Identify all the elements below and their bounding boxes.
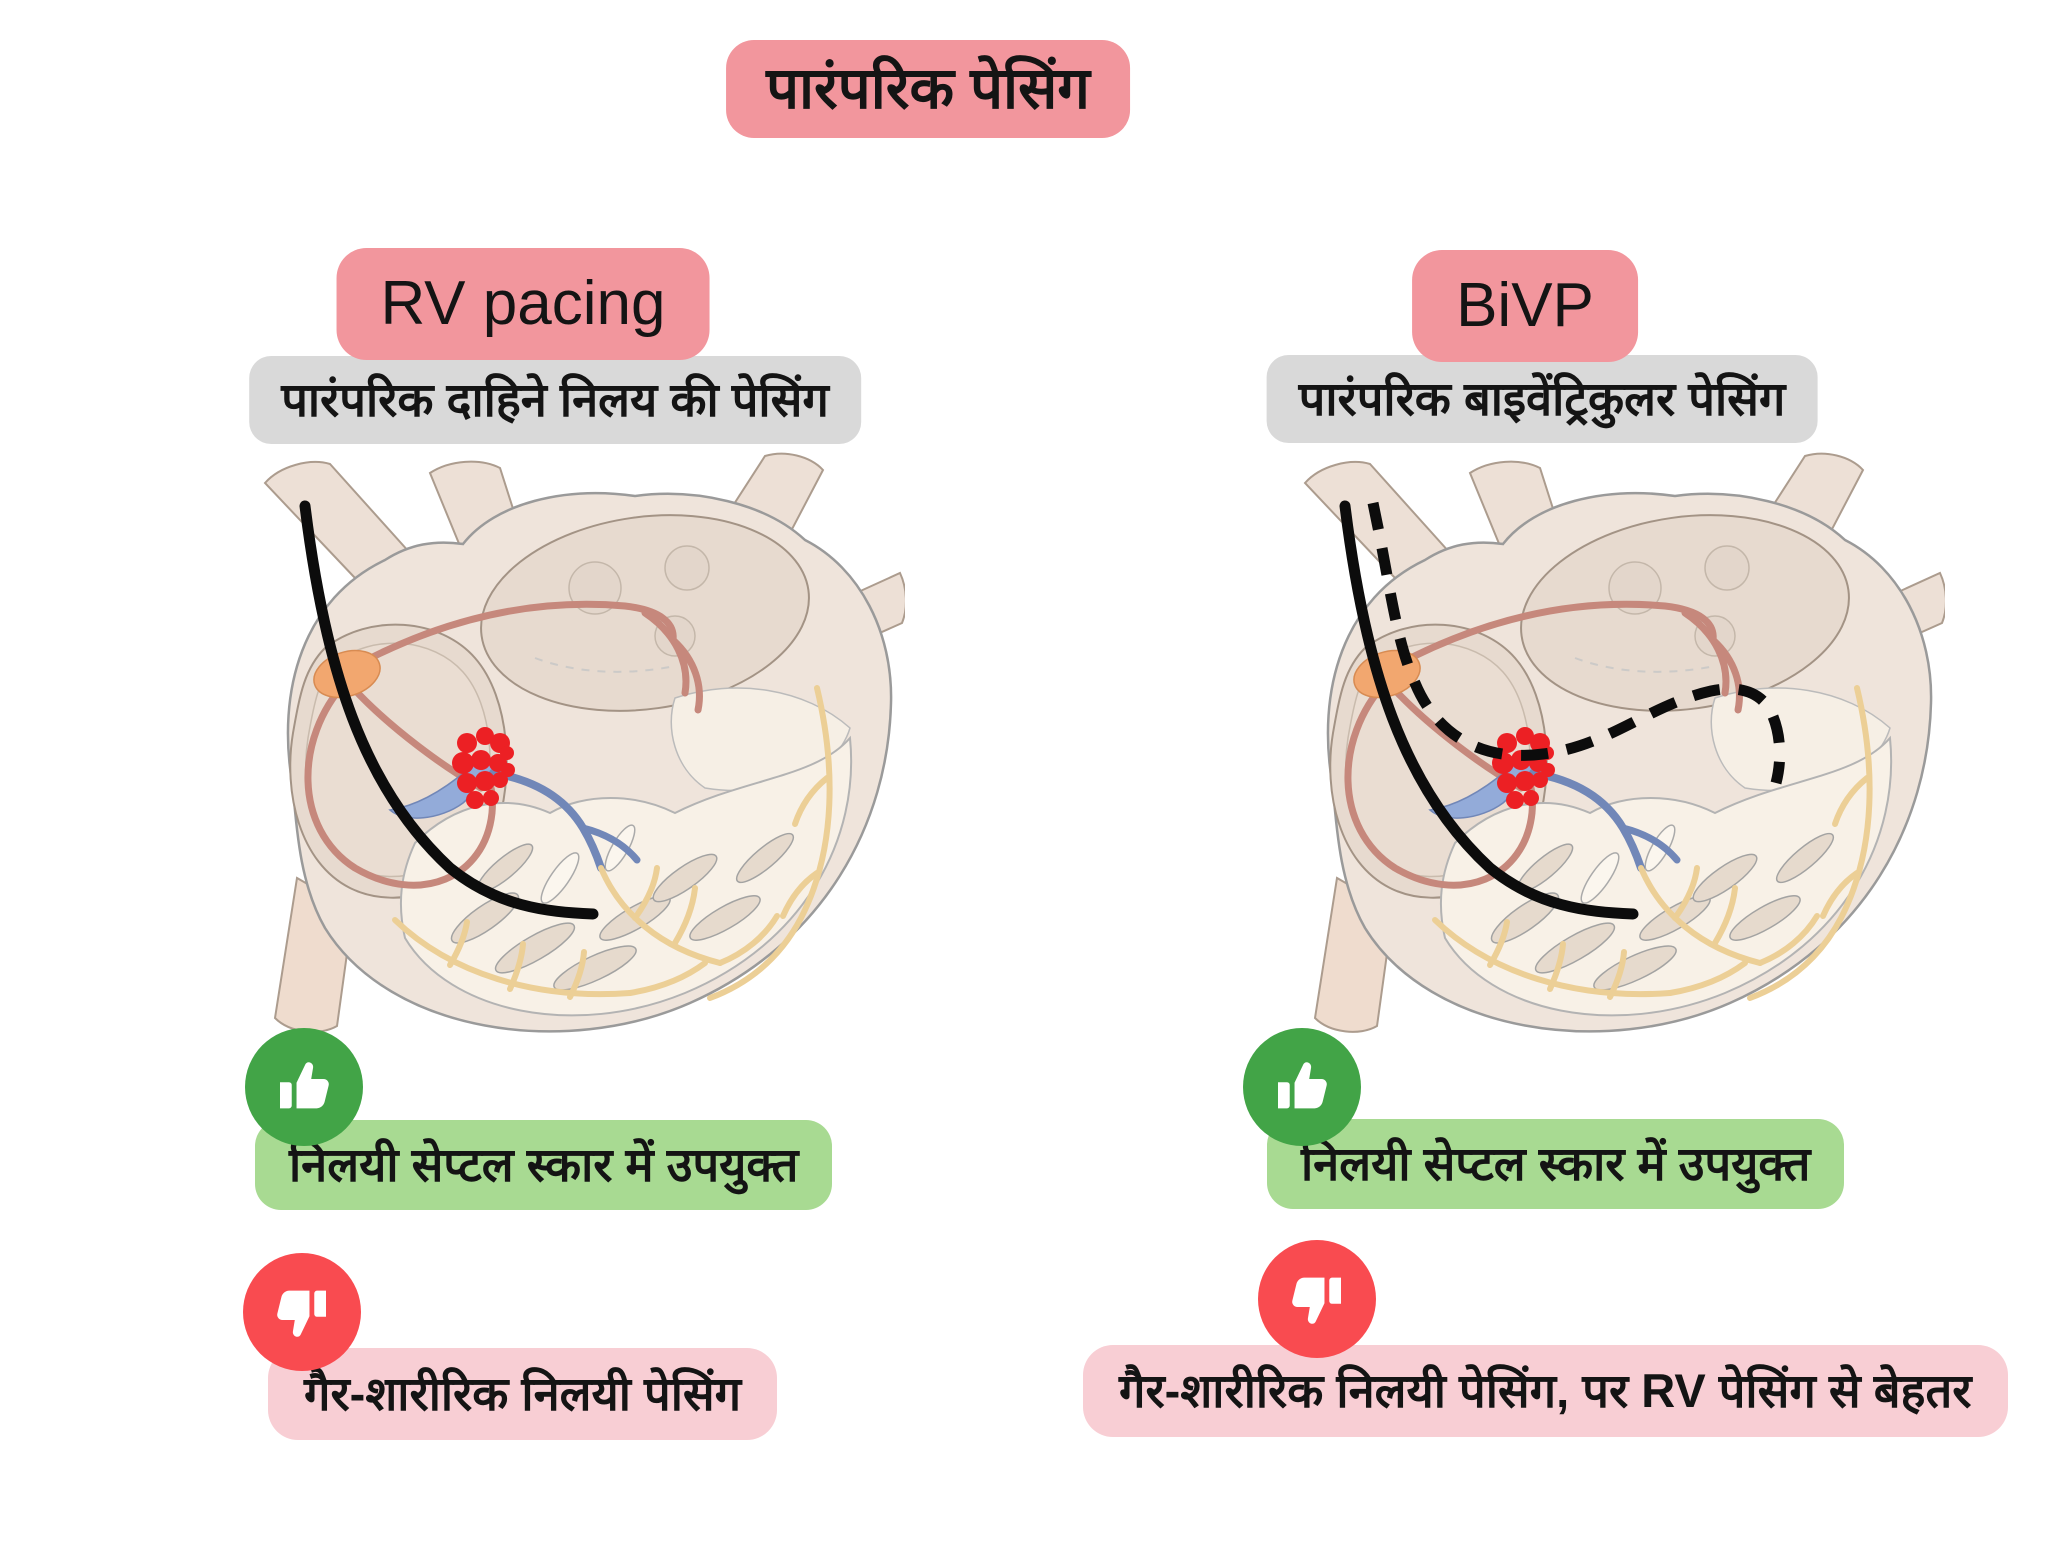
bivp-header-badge: BiVP	[1412, 250, 1638, 362]
thumbs-down-icon	[1258, 1240, 1376, 1358]
bivp-con-text: गैर-शारीरिक निलयी पेसिंग, पर RV पेसिंग स…	[1119, 1364, 1972, 1418]
thumbs-up-icon	[245, 1028, 363, 1146]
bivp-pro-text: निलयी सेप्टल स्कार में उपयुक्त	[1301, 1137, 1811, 1191]
rv-pacing-pro-text: निलयी सेप्टल स्कार में उपयुक्त	[289, 1138, 799, 1192]
bivp-header-text: BiVP	[1456, 271, 1594, 341]
rv-pacing-pro-badge: निलयी सेप्टल स्कार में उपयुक्त	[255, 1120, 833, 1210]
heart-diagram-rv-pacing	[205, 448, 905, 1068]
rv-pacing-lead-line	[299, 500, 599, 920]
rv-pacing-header-badge: RV pacing	[336, 248, 710, 360]
bivp-subtitle-text: पारंपरिक बाइवेंट्रिकुलर पेसिंग	[1298, 372, 1786, 426]
title-badge: पारंपरिक पेसिंग	[726, 40, 1130, 138]
rv-pacing-header-text: RV pacing	[380, 269, 666, 339]
thumbs-up-icon	[1243, 1028, 1361, 1146]
thumbs-down-icon	[243, 1253, 361, 1371]
rv-pacing-subtitle-text: पारंपरिक दाहिने निलय की पेसिंग	[281, 373, 829, 427]
bivp-subtitle-badge: पारंपरिक बाइवेंट्रिकुलर पेसिंग	[1266, 355, 1818, 443]
bivp-con-badge: गैर-शारीरिक निलयी पेसिंग, पर RV पेसिंग स…	[1083, 1345, 2008, 1437]
rv-pacing-subtitle-badge: पारंपरिक दाहिने निलय की पेसिंग	[249, 356, 861, 444]
heart-diagram-bivp	[1245, 448, 1945, 1068]
bivp-pro-badge: निलयी सेप्टल स्कार में उपयुक्त	[1267, 1119, 1845, 1209]
title-text: पारंपरिक पेसिंग	[766, 55, 1090, 121]
bivp-rv-lead-line	[1339, 500, 1639, 920]
rv-pacing-con-text: गैर-शारीरिक निलयी पेसिंग	[304, 1367, 742, 1421]
bivp-lv-lead-dashed-line	[1367, 501, 1786, 785]
rv-pacing-con-badge: गैर-शारीरिक निलयी पेसिंग	[268, 1348, 778, 1440]
